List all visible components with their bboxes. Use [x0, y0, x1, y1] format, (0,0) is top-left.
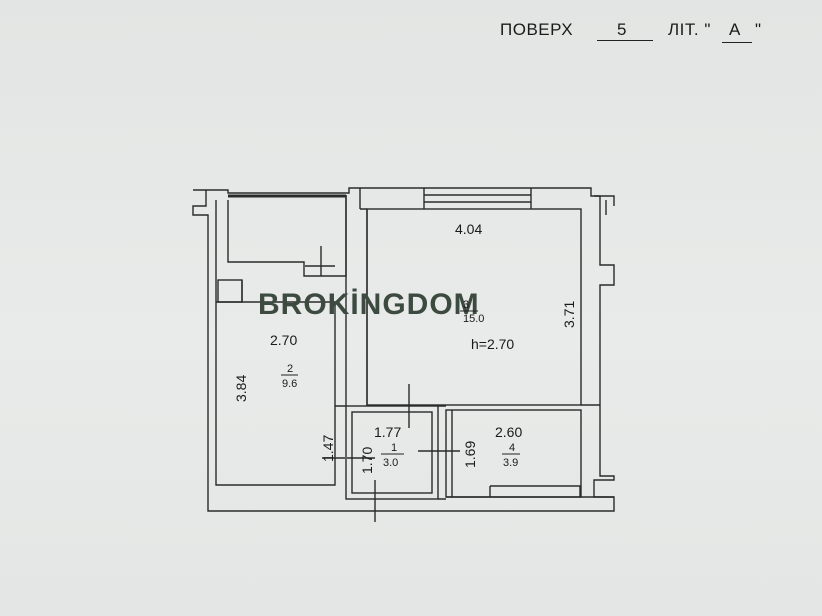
riser: [438, 404, 614, 500]
right-window: [594, 195, 615, 215]
room-3-number: 3: [463, 299, 469, 311]
floor-underline: [597, 40, 653, 41]
room-3-window: [423, 188, 532, 209]
room-4-number: 4: [509, 442, 515, 454]
dim-ticks: [305, 246, 460, 522]
floor-value: 5: [617, 20, 627, 39]
room-1-width: 1.77: [374, 424, 401, 440]
room-1-inner: [351, 411, 433, 494]
room-1-outline: [345, 405, 439, 500]
room-3-width: 4.04: [455, 221, 482, 237]
room-3-depth: 3.71: [561, 301, 577, 328]
room-2-width: 2.70: [270, 332, 297, 348]
room-3-height: h=2.70: [471, 336, 514, 352]
room-4-depth: 1.69: [462, 441, 478, 468]
room-2-outline: [216, 280, 336, 406]
room-1-area: 3.0: [383, 457, 398, 469]
room-4-width: 2.60: [495, 424, 522, 440]
watermark-logo: BROKİNGDOM: [258, 288, 480, 321]
letter-label: ЛІТ. ": [668, 20, 711, 39]
letter-close: ": [755, 20, 762, 39]
room-4-area: 3.9: [503, 457, 518, 469]
floor-label: ПОВЕРХ: [500, 20, 574, 39]
outer-wall: [192, 187, 615, 512]
room-2-number: 2: [287, 363, 293, 375]
room-3-area: 15.0: [463, 313, 484, 325]
shaft: [217, 279, 243, 303]
letter-value: А: [729, 20, 741, 39]
room-2-depth: 3.84: [233, 375, 249, 402]
partition-2-3: [345, 188, 368, 406]
room-1-number: 1: [391, 442, 397, 454]
room-2-area: 9.6: [282, 378, 297, 390]
letter-underline: [722, 42, 752, 43]
corridor-depth: 1.47: [320, 435, 336, 462]
room-4-bath: [489, 485, 581, 497]
room-1-depth: 1.70: [359, 447, 375, 474]
